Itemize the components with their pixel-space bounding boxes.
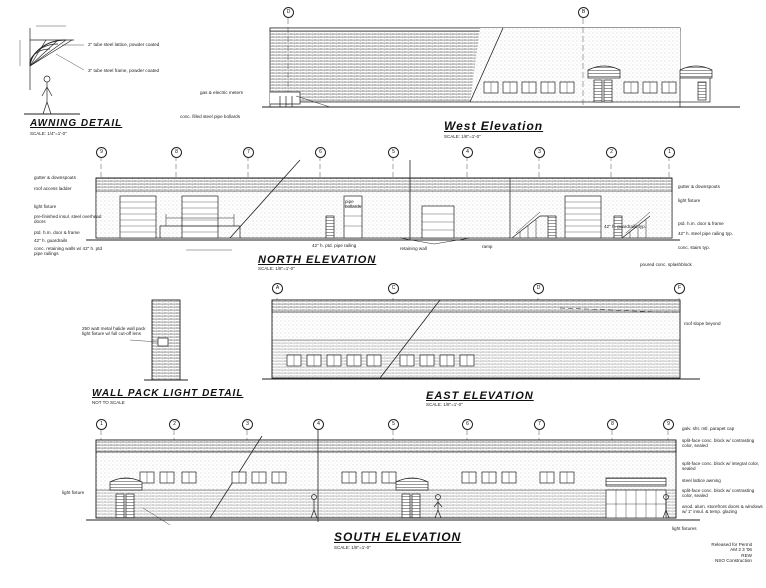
north-left-note-3: light fixture	[34, 204, 57, 209]
north-left-note-7: conc. retaining walls w/ 42" h. ptd pipe…	[34, 246, 103, 257]
north-elevation-scale: SCALE: 1/8"=1'-0"	[258, 266, 295, 271]
north-right-note-3: ptd. h.m. door & frame	[678, 221, 724, 226]
south-right-note-3: split-face conc. block w/ integral color…	[682, 461, 760, 472]
north-left-note-2: roof access ladder	[34, 186, 72, 191]
wall-pack-note: 250 watt metal halide wall pack light fi…	[82, 326, 146, 337]
awning-detail-scale: SCALE: 1/4"=1'-0"	[30, 131, 67, 136]
west-grid-bubble-b: B	[578, 7, 589, 18]
revision-stamp-line-1: Released for Permit	[711, 542, 752, 547]
north-grid-bubble-9: 1	[664, 147, 675, 158]
north-center-note-bollards: pipe bollards	[345, 199, 362, 210]
east-grid-bubble-d: D	[533, 283, 544, 294]
north-grid-bubble-5: 5	[388, 147, 399, 158]
east-grid-bubble-a: A	[272, 283, 283, 294]
north-elevation-title: NORTH ELEVATION	[258, 254, 377, 266]
awning-lattice-note: 2" tube steel lattice, powder coated	[88, 42, 160, 47]
revision-stamp: Released for Permit AM 2 3 '06 REW NSO C…	[711, 542, 752, 564]
north-right-note-2: light fixture	[678, 198, 701, 203]
south-bottom-light-note: light fixtures	[672, 526, 697, 531]
east-grid-bubble-c: C	[388, 283, 399, 294]
north-grid-bubble-4: 6	[315, 147, 326, 158]
east-elevation-scale: SCALE: 1/8"=1'-0"	[426, 402, 463, 407]
north-grid-bubble-3: 7	[243, 147, 254, 158]
south-grid-bubble-2: 2	[169, 419, 180, 430]
north-left-note-4: pre-finished insul. steel overhead doors	[34, 214, 102, 225]
south-right-note-6: anod. alum. storefront doors & windows w…	[682, 504, 763, 515]
north-elevation-drawing	[86, 156, 680, 251]
awning-detail-drawing	[19, 25, 85, 115]
south-grid-bubble-5: 5	[388, 419, 399, 430]
south-grid-bubble-4: 4	[313, 419, 324, 430]
north-center-note-railing: 42" h. ptd. pipe railing	[312, 243, 357, 248]
west-bollards-note: conc. filled steel pipe bollards	[180, 114, 241, 119]
south-right-note-1: galv. sht. mtl. parapet cap	[682, 426, 735, 431]
awning-frame-note: 3" tube steel frame, powder coated	[88, 68, 160, 73]
south-right-note-4: steel lattice awning	[682, 478, 721, 483]
south-grid-bubble-8: 8	[607, 419, 618, 430]
north-mid-note: 42" h. guardrails typ.	[604, 224, 646, 229]
wall-pack-scale: NOT TO SCALE	[92, 400, 125, 405]
north-grid-bubble-6: 4	[462, 147, 473, 158]
awning-detail-title: AWNING DETAIL	[30, 118, 123, 129]
west-gas-note: gas & electric meters	[200, 90, 243, 95]
south-right-note-2: split-face conc. block w/ contrasting co…	[682, 438, 755, 449]
north-grid-bubble-2: 8	[171, 147, 182, 158]
south-left-light-note: light fixture	[62, 490, 85, 495]
wall-pack-title: WALL PACK LIGHT DETAIL	[92, 388, 244, 399]
south-elevation-title: SOUTH ELEVATION	[334, 530, 462, 544]
north-left-note-1: gutter & downspouts	[34, 175, 76, 180]
west-elevation-drawing	[262, 18, 740, 108]
north-grid-bubble-1: 9	[96, 147, 107, 158]
west-elevation-scale: SCALE: 1/8"=1'-0"	[444, 134, 481, 139]
north-right-note-6: poured conc. splashblock	[640, 262, 692, 267]
south-grid-bubble-9: 9	[663, 419, 674, 430]
south-grid-bubble-1: 1	[96, 419, 107, 430]
north-grid-bubble-8: 2	[606, 147, 617, 158]
revision-stamp-line-3: REW	[741, 552, 752, 558]
north-grid-bubble-7: 3	[534, 147, 545, 158]
west-grid-bubble-d: D	[283, 7, 294, 18]
east-grid-bubble-f: F	[674, 283, 685, 294]
south-elevation-scale: SCALE: 1/8"=1'-0"	[334, 545, 371, 550]
south-grid-bubble-7: 7	[534, 419, 545, 430]
north-left-note-5: ptd. h.m. door & frame	[34, 230, 80, 235]
revision-stamp-line-4: NSO Construction	[714, 558, 752, 564]
west-elevation-title: West Elevation	[444, 119, 544, 133]
north-right-note-1: gutter & downspouts	[678, 184, 720, 189]
south-right-note-5: split-face conc. block w/ contrasting co…	[682, 488, 755, 499]
north-right-note-5: conc. stairs typ.	[678, 245, 710, 250]
east-roof-slope-note: roof slope beyond	[684, 321, 721, 326]
wall-pack-detail-drawing	[129, 299, 188, 381]
north-right-note-4: 42" h. steel pipe railing typ.	[678, 231, 734, 236]
north-left-note-6: 42" h. guardrails	[34, 238, 68, 243]
north-center-note-ramp: ramp	[482, 244, 493, 249]
south-grid-bubble-3: 3	[242, 419, 253, 430]
east-elevation-drawing	[262, 290, 700, 380]
south-elevation-drawing	[86, 430, 700, 526]
north-center-note-retaining: retaining wall	[400, 246, 427, 251]
south-grid-bubble-6: 6	[462, 419, 473, 430]
east-elevation-title: EAST ELEVATION	[426, 390, 534, 402]
revision-stamp-line-2: AM 2 3 '06	[730, 547, 752, 553]
